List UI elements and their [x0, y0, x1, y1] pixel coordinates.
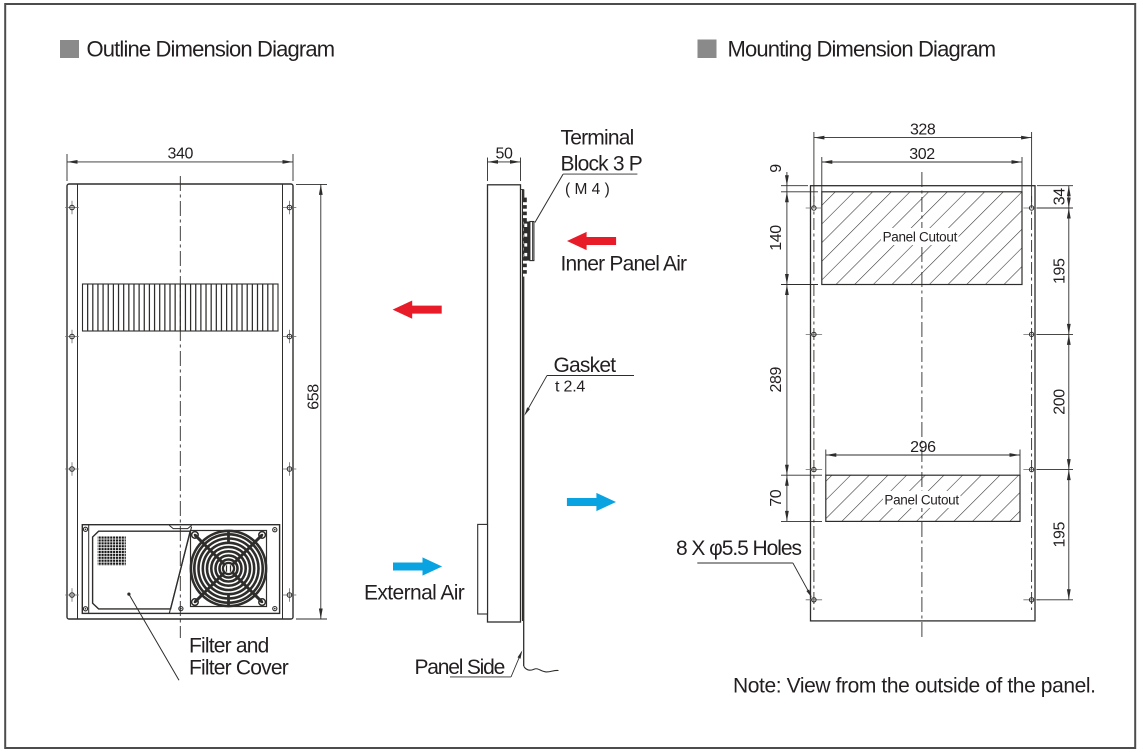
svg-text:Filter and: Filter and [189, 635, 269, 658]
svg-text:140: 140 [768, 225, 785, 251]
svg-text:Mounting Dimension Diagram: Mounting Dimension Diagram [728, 37, 996, 62]
svg-text:328: 328 [910, 121, 936, 138]
svg-text:658: 658 [305, 384, 322, 410]
svg-text:Filter Cover: Filter Cover [189, 657, 289, 680]
svg-text:340: 340 [168, 146, 194, 163]
svg-text:8 X φ5.5 Holes: 8 X φ5.5 Holes [676, 537, 802, 560]
svg-text:Inner Panel Air: Inner Panel Air [561, 253, 688, 276]
svg-text:302: 302 [909, 146, 935, 163]
svg-text:9: 9 [768, 164, 785, 173]
svg-text:External Air: External Air [364, 582, 465, 605]
svg-text:195: 195 [1052, 258, 1069, 284]
svg-text:Note: View from the outside of: Note: View from the outside of the panel… [733, 675, 1096, 698]
svg-text:Block 3 P: Block 3 P [561, 153, 643, 176]
svg-text:Panel Cutout: Panel Cutout [883, 229, 958, 244]
svg-text:289: 289 [768, 367, 785, 393]
svg-text:t 2.4: t 2.4 [555, 379, 585, 396]
svg-text:195: 195 [1052, 521, 1069, 547]
svg-text:Terminal: Terminal [561, 127, 634, 150]
svg-text:200: 200 [1052, 389, 1069, 415]
svg-text:34: 34 [1052, 188, 1069, 205]
svg-text:296: 296 [910, 439, 936, 456]
svg-text:70: 70 [768, 489, 785, 506]
svg-text:Panel Cutout: Panel Cutout [884, 492, 959, 507]
svg-text:Panel Side: Panel Side [415, 656, 505, 679]
svg-text:Outline Dimension Diagram: Outline Dimension Diagram [87, 37, 335, 62]
svg-text:Gasket: Gasket [554, 354, 617, 377]
svg-text:( M 4 ): ( M 4 ) [565, 181, 610, 198]
svg-text:50: 50 [496, 146, 513, 163]
